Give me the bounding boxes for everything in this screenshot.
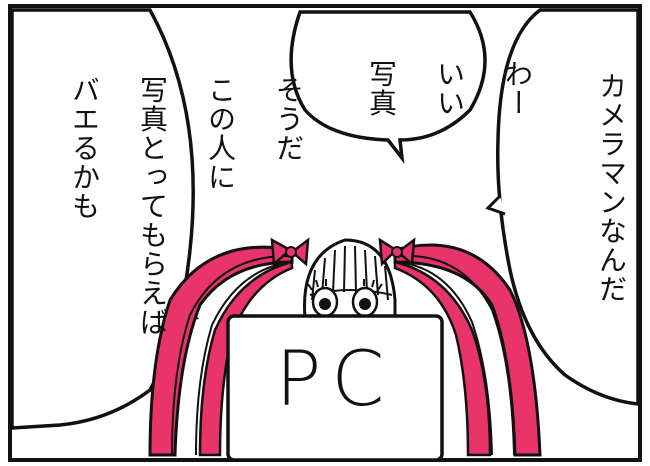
middle-line-3: 写真 (365, 59, 398, 118)
left-line-4: バエるかも (68, 75, 101, 221)
right-line-2: カメラマンなんだ (595, 71, 628, 304)
speech-bubble-right (496, 8, 640, 406)
hair-bow-right (378, 237, 416, 267)
character-head (303, 238, 397, 320)
speech-bubble-middle-text: わー いい 写真 (330, 20, 568, 118)
speech-bubble-right-tail (485, 194, 506, 216)
left-line-2: この人に (204, 75, 237, 192)
speech-bubble-right-text: へー カメラマンなんだ (560, 32, 650, 304)
laptop (226, 314, 444, 462)
middle-line-1: わー (501, 59, 534, 118)
left-line-1: そうだ (272, 75, 305, 163)
left-line-3: 写真とってもらえば (136, 75, 169, 337)
speech-bubble-left-text: そうだ この人に 写真とってもらえば バエるかも (33, 36, 339, 337)
speech-bubble-middle (289, 10, 487, 164)
hair-bow-left (270, 237, 310, 267)
laptop-label: PC (275, 333, 395, 423)
pigtail-right (393, 243, 542, 457)
middle-line-2: いい (433, 59, 466, 118)
